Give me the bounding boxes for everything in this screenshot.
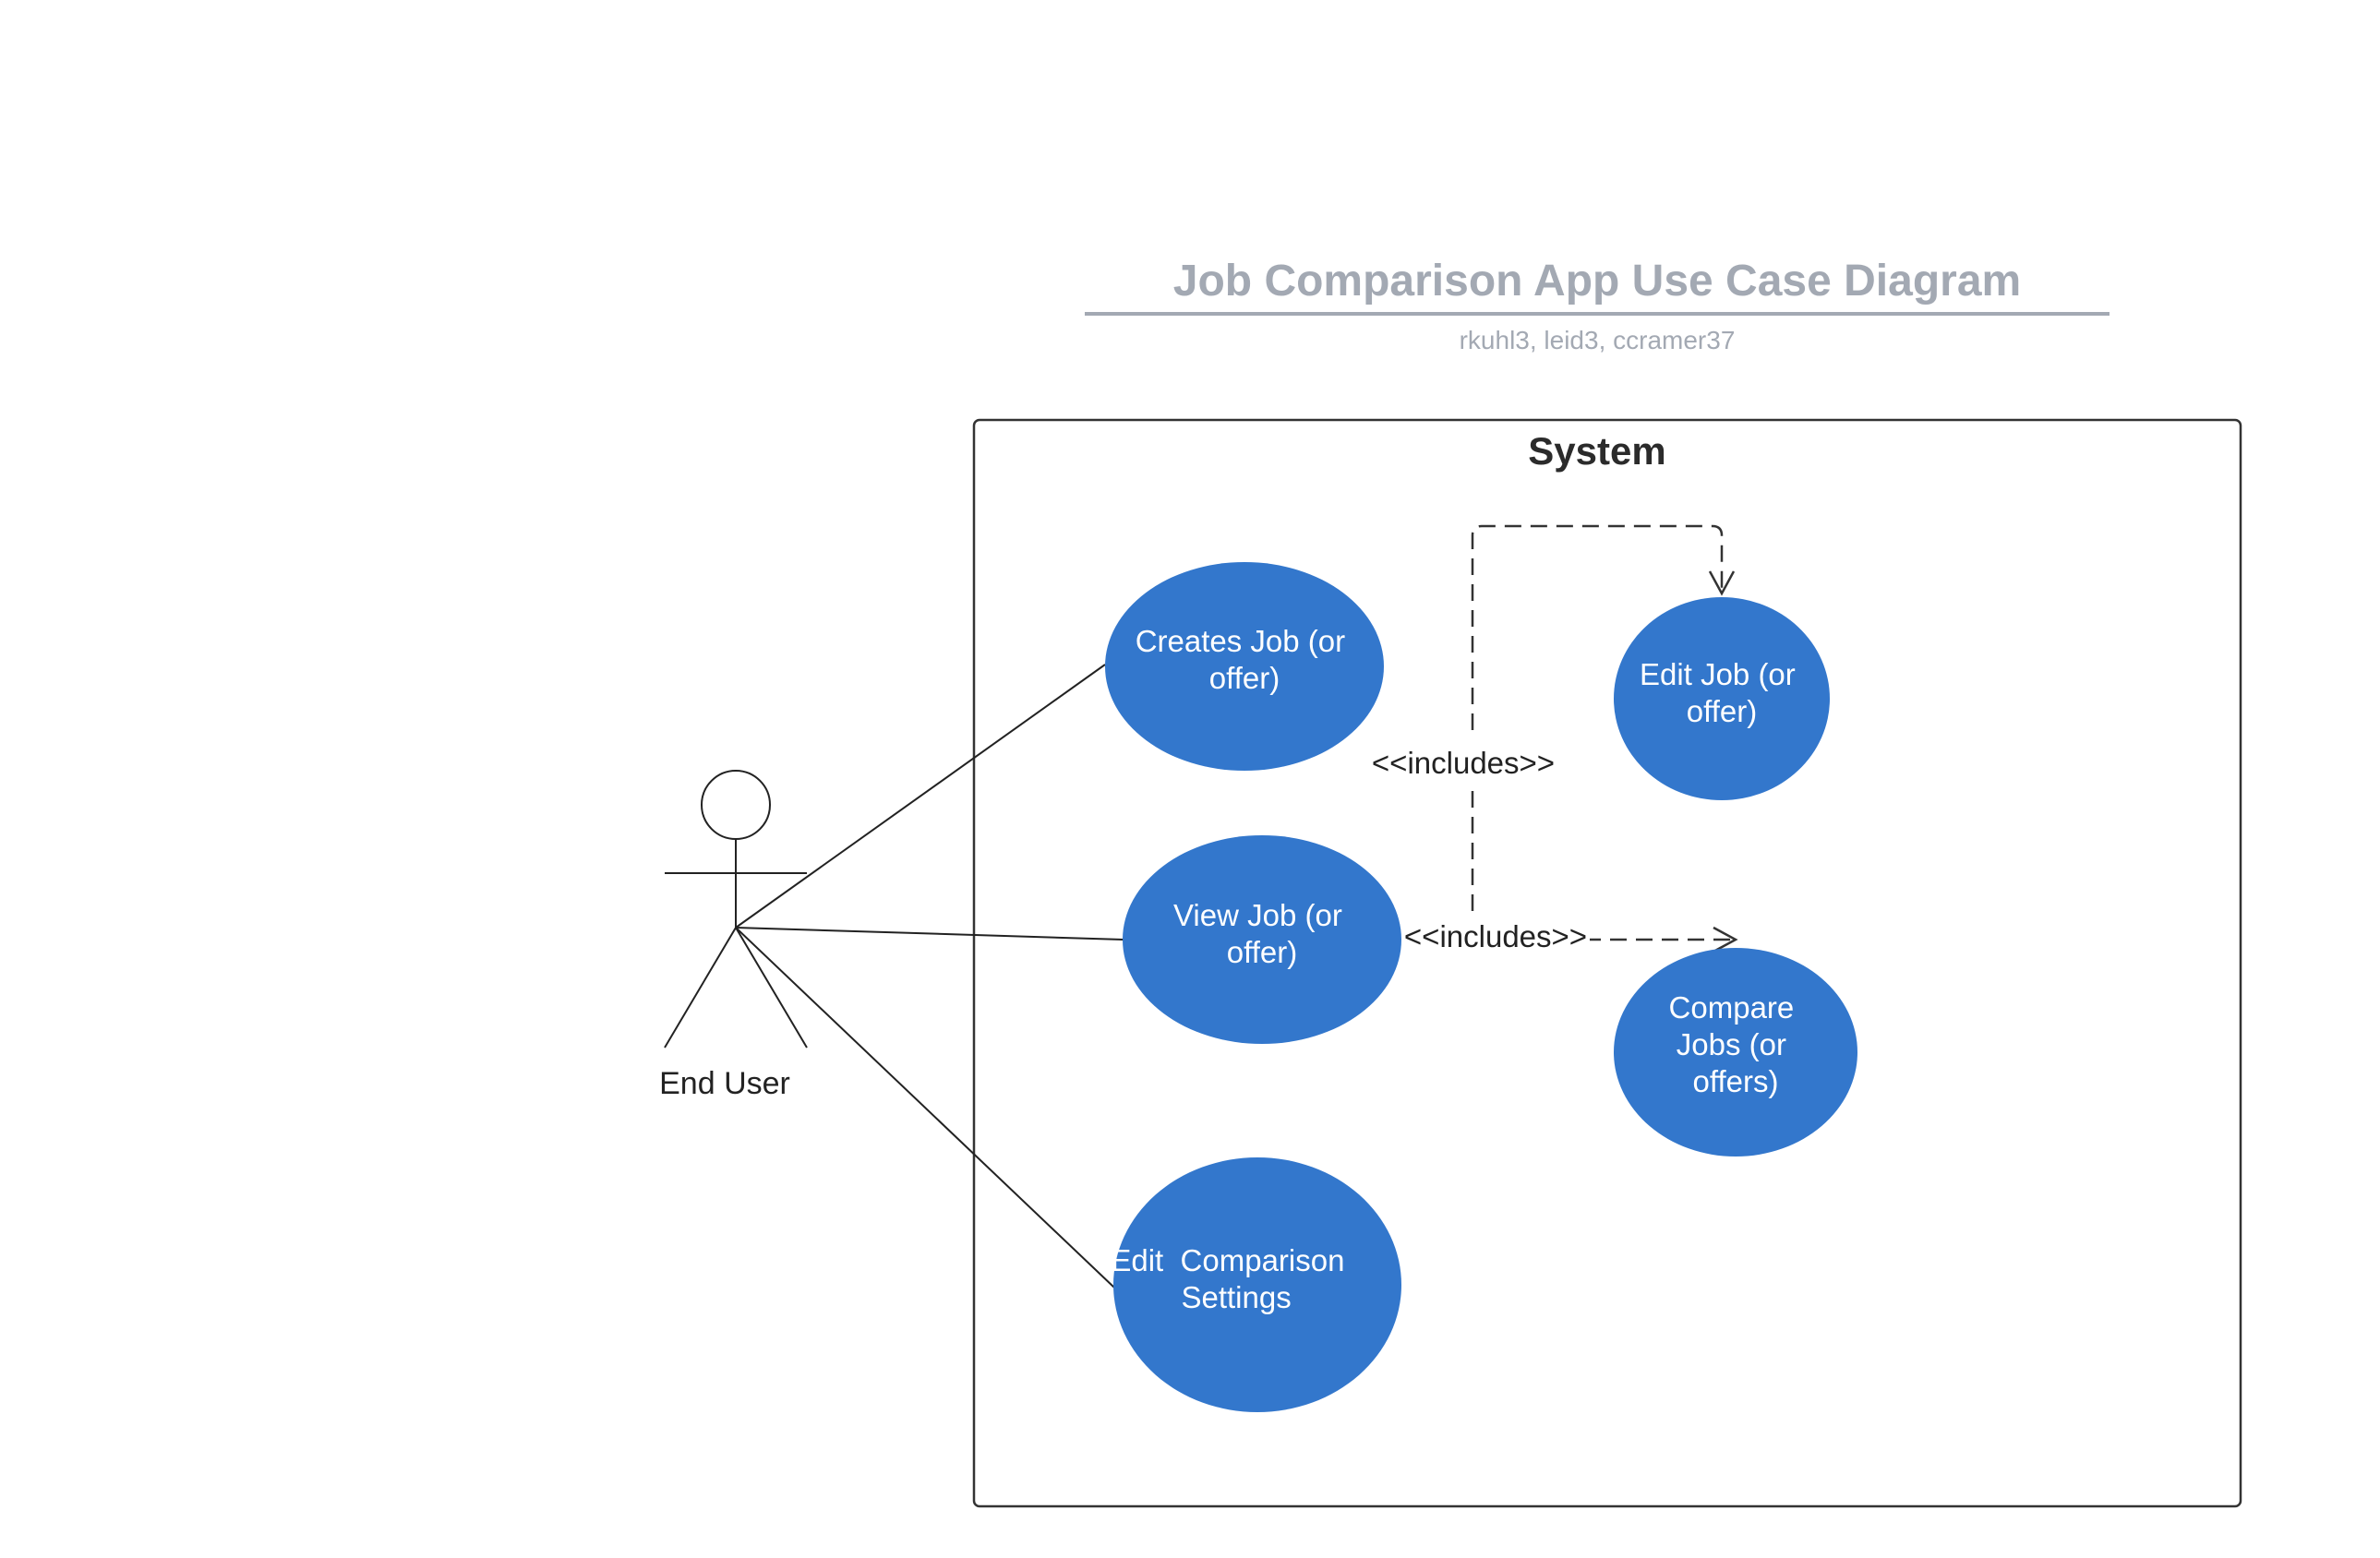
use-case-ellipse (1614, 948, 1857, 1157)
diagram-authors: rkuhl3, leid3, ccramer37 (1460, 326, 1736, 354)
actor-right-leg (735, 927, 808, 1049)
use-case-label-line: Compare (1669, 990, 1795, 1025)
use-case-label-line: Jobs (or (1677, 1027, 1786, 1061)
use-case-ellipse (1614, 597, 1830, 800)
svg-text:Creates Job (or offer): Creates Job (or offer) (1136, 624, 1354, 695)
use-case-edit-job[interactable]: Edit Job (or offer) (1614, 597, 1830, 800)
association-edit-comparison-settings (735, 927, 1115, 1288)
use-case-label-line: offer) (1687, 694, 1757, 728)
use-case-label-line: Settings (1181, 1280, 1291, 1314)
svg-text:View Job (or offer): View Job (or offer) (1173, 898, 1351, 969)
include-label-backdrop (1400, 914, 1590, 958)
system-boundary (972, 418, 2242, 1508)
use-case-edit-comparison-settings[interactable]: Edit Comparison Settings (0, 0, 1404, 1412)
use-case-creates-job[interactable]: Creates Job (or offer) (1105, 562, 1384, 771)
use-case-view-job[interactable]: View Job (or offer) (1123, 835, 1401, 1044)
association-creates-job (735, 664, 1106, 929)
use-case-label-line: offers) (1693, 1064, 1779, 1098)
use-case-label-line: offer) (1209, 661, 1280, 695)
use-case-ellipse (1123, 835, 1401, 1044)
actor-left-leg (664, 927, 737, 1049)
use-case-ellipse (1113, 1157, 1401, 1412)
include-label-edit-job: <<includes>> (1372, 746, 1555, 780)
association-view-job (735, 927, 1124, 941)
use-case-label-line: offer) (1227, 935, 1297, 969)
use-case-label-line: View Job (or (1173, 898, 1342, 932)
use-case-label-line: Edit Job (or (1640, 657, 1796, 691)
use-case-ellipse (1105, 562, 1384, 771)
actor-end-user: End User (659, 770, 808, 1101)
svg-text:Edit Job (or offer): Edit Job (or offer) (1640, 657, 1804, 728)
include-edge-edit-job (1471, 524, 1736, 937)
system-label: System (1528, 429, 1665, 473)
actor-head (701, 770, 771, 840)
actor-label: End User (659, 1066, 790, 1101)
use-case-label-line: Creates Job (or (1136, 624, 1345, 658)
svg-text:Compare Jobs (or o: Compare Jobs (or offers) (1669, 990, 1803, 1098)
include-label-compare-jobs: <<includes>> (1404, 919, 1587, 953)
use-case-compare-jobs[interactable]: Compare Jobs (or offers) (1614, 948, 1857, 1157)
use-case-label-line: Edit Comparison (1111, 1243, 1344, 1277)
include-label-backdrop (1371, 738, 1556, 785)
diagram-title: Job Comparison App Use Case Diagram (1173, 257, 2021, 306)
svg-text:Edit Comparison Setting: Edit Comparison Settings (0, 0, 1404, 1314)
